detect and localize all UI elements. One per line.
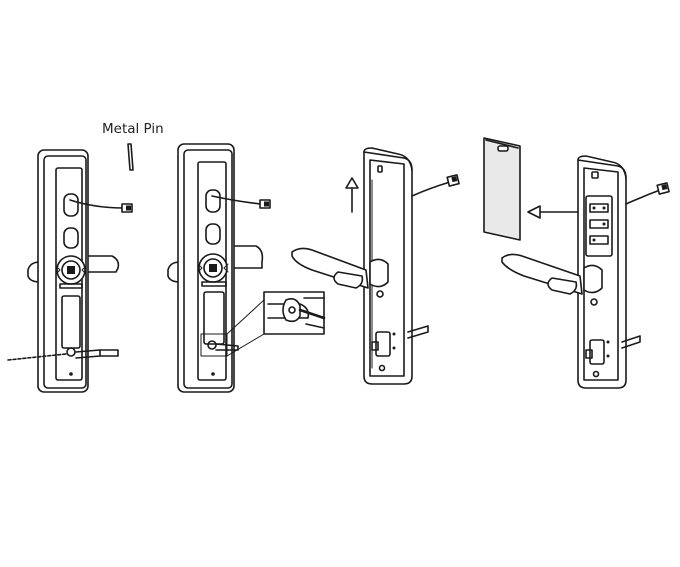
step4-front-body [501, 155, 670, 389]
step3-front-body [291, 147, 460, 385]
metal-pin-label: Metal Pin [102, 121, 164, 137]
metal-pin-part [127, 143, 134, 171]
step2-rear-plate [167, 143, 271, 393]
metal-pin-callout: Metal Pin [102, 121, 164, 171]
step4-battery-cover [483, 137, 579, 241]
zoom-detail-box [263, 291, 326, 335]
step1-rear-plate [7, 149, 133, 393]
battery-cover-part [483, 137, 521, 241]
